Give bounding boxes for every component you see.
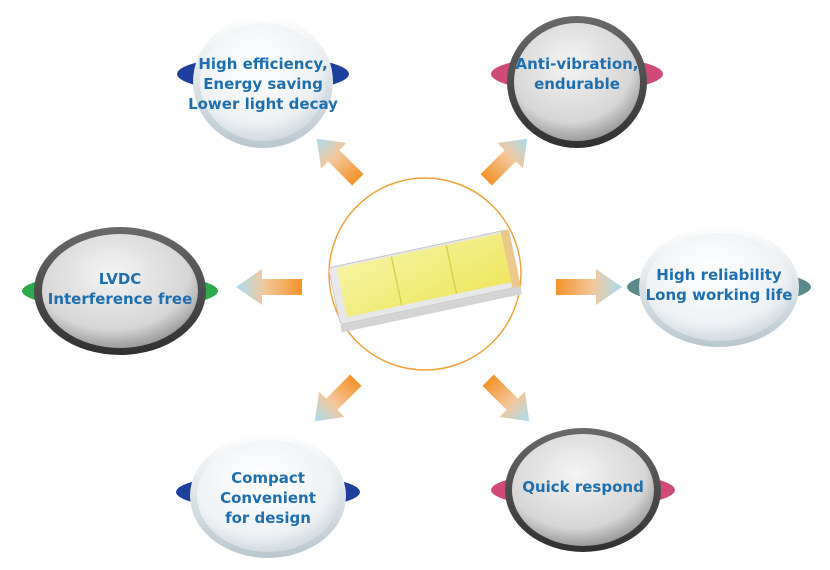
arrow-top-left (316, 138, 364, 186)
feature-line: High reliability (656, 266, 782, 284)
arrow-bottom-left (314, 374, 362, 422)
feature-line: Lower light decay (188, 95, 338, 113)
bubble-top-left (177, 16, 349, 148)
feature-line: Anti-vibration, (515, 55, 639, 73)
feature-text-top-left: High efficiency, Energy saving Lower lig… (183, 54, 343, 114)
feature-line: High efficiency, (198, 55, 328, 73)
feature-line: LVDC (98, 270, 142, 288)
feature-text-mid-right: High reliability Long working life (639, 265, 799, 305)
feature-line: Convenient (220, 489, 316, 507)
feature-line: Interference free (47, 290, 193, 308)
bubble-mid-left (22, 227, 218, 355)
feature-line: endurable (534, 75, 620, 93)
bubble-bottom-right (491, 428, 675, 552)
feature-line: Energy saving (203, 75, 323, 93)
bubble-mid-right (627, 227, 811, 347)
bubble-top-right (491, 16, 663, 148)
feature-line: for design (225, 509, 311, 527)
feature-line: Quick respond (522, 478, 644, 496)
arrow-top-right (480, 138, 528, 186)
feature-text-mid-left: LVDC Interference free (40, 269, 200, 309)
feature-line: Compact (231, 469, 305, 487)
led-chip-icon (328, 229, 523, 333)
arrow-bottom-right (482, 374, 530, 422)
arrow-left (236, 269, 302, 305)
bubble-bottom-left (176, 434, 360, 558)
feature-text-bottom-right: Quick respond (503, 477, 663, 497)
feature-line: Long working life (645, 286, 793, 304)
feature-text-bottom-left: Compact Convenient for design (188, 468, 348, 528)
feature-text-top-right: Anti-vibration, endurable (507, 54, 647, 94)
center-circle (328, 177, 523, 371)
arrow-right (556, 269, 622, 305)
